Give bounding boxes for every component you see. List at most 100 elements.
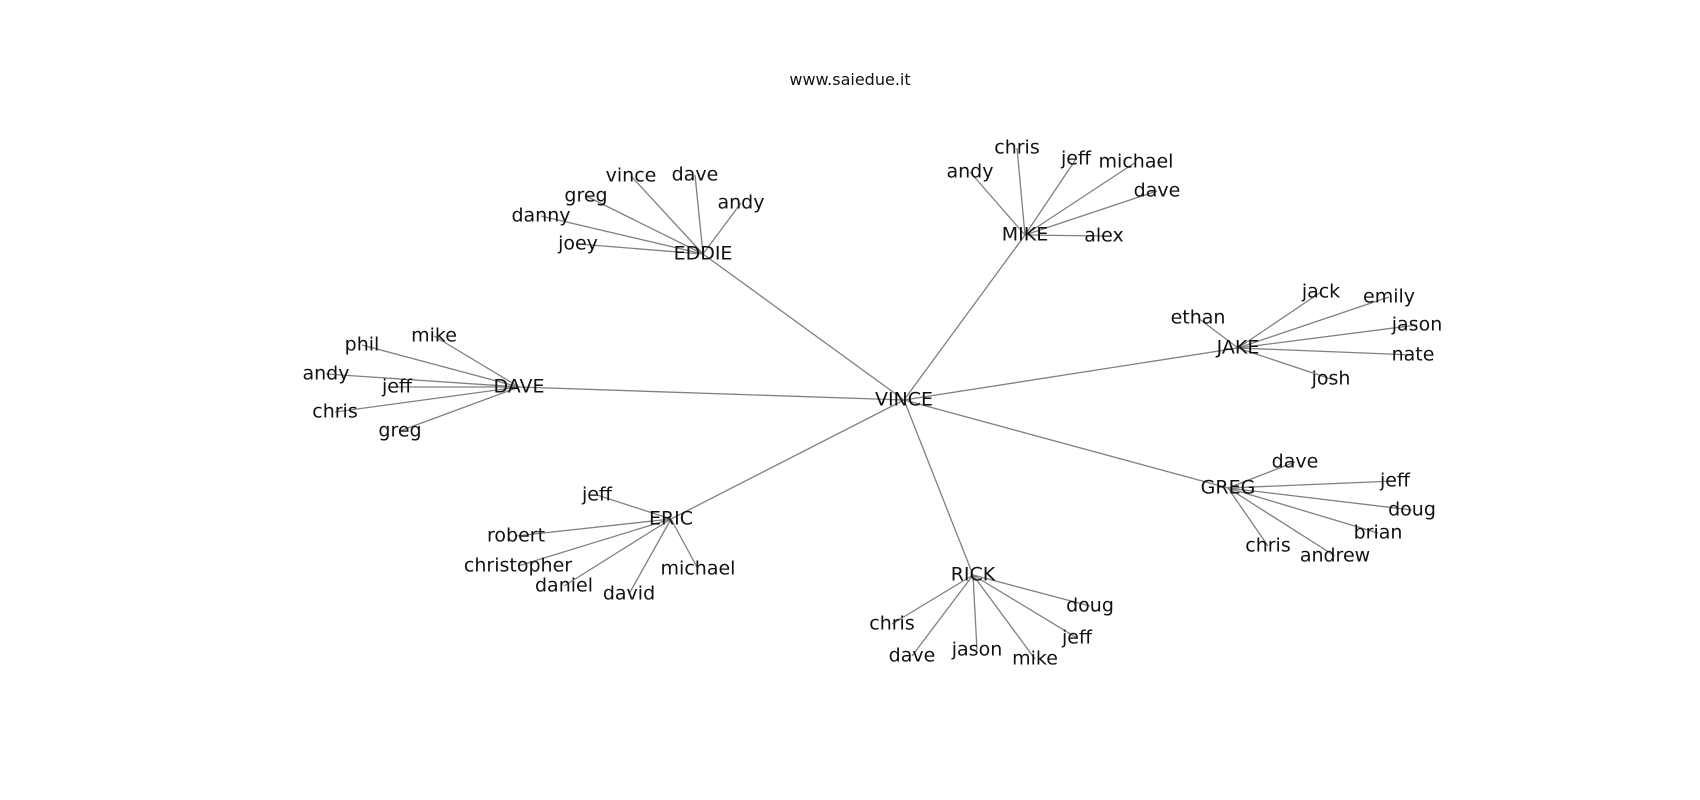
- node-leaf-jake-4: nate: [1392, 344, 1435, 366]
- edge-eddie-leaf-5: [577, 243, 704, 255]
- node-leaf-eric-1: robert: [487, 525, 545, 547]
- edge-root-rick: [903, 399, 974, 576]
- edge-mike-leaf-2: [1024, 158, 1077, 236]
- node-leaf-greg-2: doug: [1388, 499, 1436, 521]
- edge-eddie-leaf-2: [702, 202, 742, 255]
- node-leaf-eric-3: daniel: [535, 575, 593, 597]
- edge-greg-leaf-2: [1227, 487, 1413, 511]
- edge-rick-leaf-5: [891, 574, 974, 625]
- edge-greg-leaf-1: [1227, 480, 1396, 489]
- edge-jake-leaf-5: [1237, 347, 1332, 380]
- node-leaf-eric-4: david: [603, 583, 655, 605]
- node-hub-rick: RICK: [951, 564, 996, 586]
- node-leaf-mike-2: jeff: [1060, 148, 1092, 170]
- edge-eric-leaf-3: [563, 518, 672, 587]
- edge-eric-leaf-4: [628, 518, 672, 595]
- edge-greg-leaf-0: [1227, 461, 1296, 489]
- node-leaf-jake-0: ethan: [1171, 307, 1226, 329]
- node-leaf-rick-1: jeff: [1061, 627, 1093, 649]
- node-hub-jake: JAKE: [1216, 337, 1260, 359]
- page-title: www.saiedue.it: [789, 70, 911, 89]
- edge-root-greg: [903, 399, 1229, 489]
- node-leaf-mike-4: dave: [1134, 180, 1181, 202]
- edge-dave-leaf-4: [334, 386, 520, 413]
- node-hub-dave: DAVE: [493, 376, 544, 398]
- edge-mike-leaf-5: [1024, 234, 1105, 237]
- node-leaf-eddie-2: andy: [718, 192, 765, 214]
- node-hub-mike: MIKE: [1002, 224, 1048, 246]
- node-leaf-rick-4: dave: [889, 645, 936, 667]
- edge-eric-leaf-0: [596, 494, 672, 520]
- node-leaf-rick-5: chris: [869, 613, 914, 635]
- edge-jake-leaf-2: [1237, 296, 1390, 349]
- edge-dave-leaf-5: [399, 386, 520, 432]
- edge-dave-leaf-0: [433, 335, 520, 388]
- edge-jake-leaf-1: [1237, 291, 1322, 349]
- node-leaf-jake-3: jason: [1391, 314, 1443, 336]
- node-leaf-dave-5: greg: [378, 420, 421, 442]
- edge-root-dave: [518, 386, 905, 401]
- edge-eddie-leaf-0: [630, 175, 704, 255]
- node-leaf-greg-0: dave: [1272, 451, 1319, 473]
- node-leaf-jake-2: emily: [1363, 286, 1415, 308]
- node-leaf-greg-5: chris: [1245, 535, 1290, 557]
- node-leaf-eddie-4: danny: [511, 205, 570, 227]
- edge-eric-leaf-1: [515, 518, 672, 537]
- edge-mike-leaf-1: [1016, 147, 1026, 236]
- node-leaf-eddie-5: joey: [557, 233, 598, 255]
- node-leaf-jake-1: jack: [1301, 281, 1340, 303]
- edge-mike-leaf-4: [1024, 190, 1158, 236]
- node-leaf-dave-2: andy: [303, 363, 350, 385]
- node-leaf-eddie-3: greg: [564, 185, 607, 207]
- edge-root-mike: [903, 234, 1026, 401]
- node-hub-greg: GREG: [1201, 477, 1256, 499]
- node-leaf-mike-5: alex: [1084, 225, 1124, 247]
- node-leaf-rick-0: doug: [1066, 595, 1114, 617]
- node-root: VINCE: [875, 389, 933, 411]
- edge-rick-leaf-2: [972, 574, 1036, 660]
- node-hub-eric: ERIC: [649, 508, 693, 530]
- edge-jake-leaf-3: [1237, 324, 1418, 349]
- edge-rick-leaf-0: [972, 574, 1091, 607]
- edge-root-eric: [670, 399, 905, 520]
- edge-root-eddie: [702, 253, 905, 401]
- node-leaf-greg-1: jeff: [1379, 470, 1411, 492]
- node-leaf-mike-3: michael: [1099, 151, 1174, 173]
- edge-dave-leaf-2: [325, 373, 520, 388]
- node-leaf-rick-3: jason: [951, 639, 1003, 661]
- node-leaf-mike-0: andy: [947, 161, 994, 183]
- node-leaf-dave-1: phil: [345, 334, 380, 356]
- edge-eddie-leaf-4: [540, 215, 704, 255]
- edge-eddie-leaf-3: [585, 195, 704, 255]
- node-leaf-greg-4: andrew: [1300, 545, 1370, 567]
- node-leaf-dave-0: mike: [411, 325, 457, 347]
- edge-root-jake: [903, 347, 1239, 401]
- edge-eric-leaf-5: [670, 518, 699, 570]
- edge-jake-leaf-0: [1197, 317, 1239, 349]
- node-hub-eddie: EDDIE: [674, 243, 733, 265]
- node-leaf-dave-4: chris: [312, 401, 357, 423]
- node-leaf-rick-2: mike: [1012, 648, 1058, 670]
- node-leaf-jake-5: josh: [1311, 368, 1351, 390]
- node-leaf-eddie-0: vince: [606, 165, 657, 187]
- edge-greg-leaf-4: [1227, 487, 1336, 557]
- edge-mike-leaf-0: [969, 171, 1026, 236]
- edges-layer: [325, 147, 1418, 660]
- edge-rick-leaf-1: [972, 574, 1078, 639]
- node-leaf-eddie-1: dave: [672, 164, 719, 186]
- node-leaf-greg-3: brian: [1354, 522, 1403, 544]
- edge-greg-leaf-3: [1227, 487, 1379, 534]
- node-leaf-eric-5: michael: [661, 558, 736, 580]
- node-leaf-eric-2: christopher: [464, 555, 572, 577]
- edge-rick-leaf-3: [972, 574, 978, 651]
- edge-rick-leaf-4: [911, 574, 974, 657]
- edge-mike-leaf-3: [1024, 161, 1137, 236]
- node-leaf-dave-3: jeff: [381, 376, 413, 398]
- node-leaf-mike-1: chris: [994, 137, 1039, 159]
- node-leaf-eric-0: jeff: [581, 484, 613, 506]
- edge-eddie-leaf-1: [694, 174, 704, 255]
- edge-greg-leaf-5: [1227, 487, 1269, 547]
- edge-eric-leaf-2: [517, 518, 672, 567]
